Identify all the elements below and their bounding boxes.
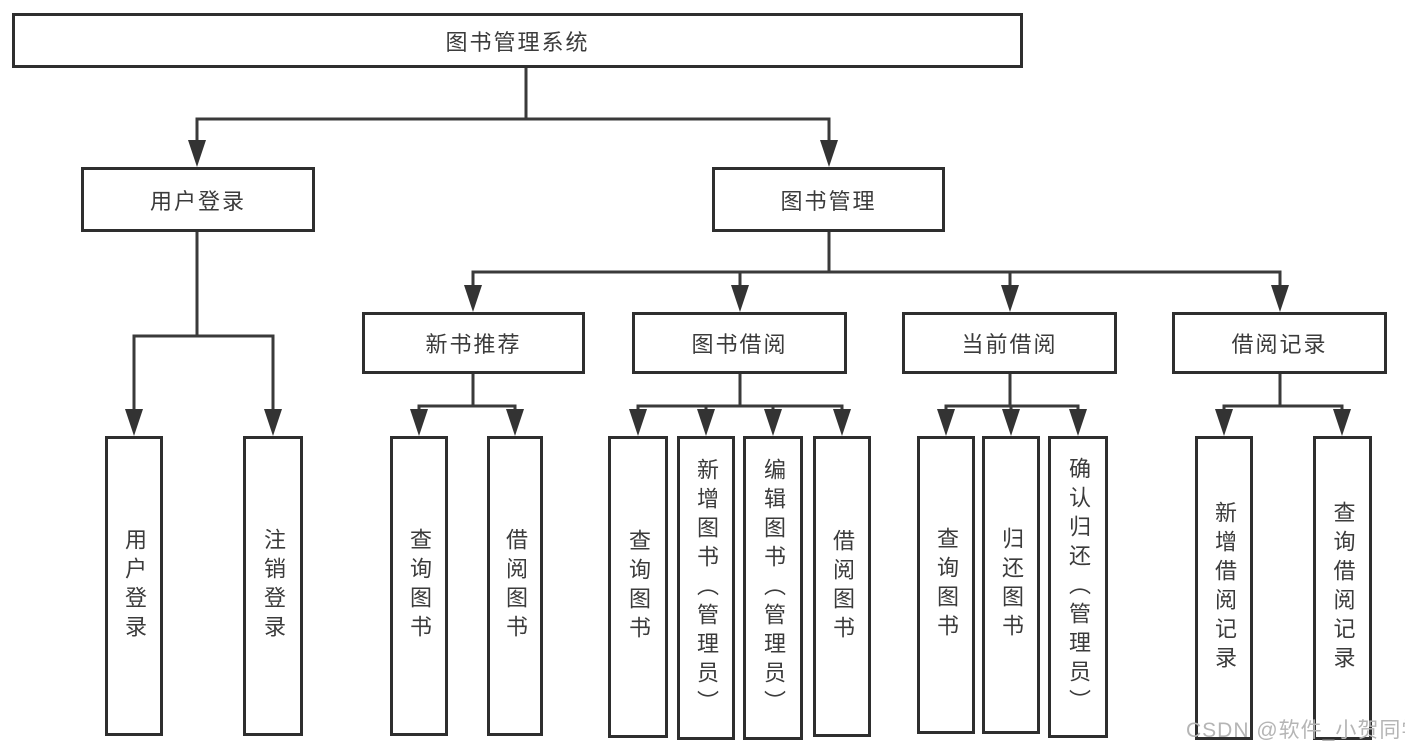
connector-current-borrow-children	[937, 372, 1087, 436]
node-label: 借阅记录	[1231, 332, 1328, 357]
node-current-borrow: 当前借阅	[902, 312, 1117, 374]
node-leaf-query-books-3: 查询图书	[917, 436, 975, 734]
node-leaf-return-books: 归还图书	[982, 436, 1040, 734]
node-leaf-edit-books-admin: 编辑图书（管理员）	[743, 436, 803, 740]
node-label: 图书借阅	[691, 332, 788, 357]
node-label: 注销登录	[261, 528, 286, 644]
node-leaf-logout: 注销登录	[243, 436, 303, 736]
node-new-book-recommend: 新书推荐	[362, 312, 585, 374]
node-label: 编辑图书（管理员）	[761, 457, 786, 719]
connector-book-management-to-level3	[464, 230, 1289, 312]
node-leaf-borrow-books-2: 借阅图书	[813, 436, 871, 737]
node-label: 查询图书	[407, 528, 432, 644]
connector-root-to-level2	[188, 66, 838, 167]
node-label: 查询图书	[626, 529, 651, 645]
connector-user-login-children	[125, 230, 282, 436]
node-label: 查询图书	[934, 527, 959, 643]
node-label: 图书管理	[780, 188, 877, 214]
node-leaf-confirm-return-admin: 确认归还（管理员）	[1048, 436, 1108, 738]
node-library-management-system: 图书管理系统	[12, 13, 1023, 68]
node-label: 用户登录	[149, 188, 246, 214]
node-borrow-records: 借阅记录	[1172, 312, 1387, 374]
node-label: 归还图书	[999, 527, 1024, 643]
csdn-watermark: CSDN @软件_小贺同学	[1186, 719, 1405, 742]
connector-new-book-children	[410, 372, 524, 436]
node-label: 新增图书（管理员）	[694, 457, 719, 719]
node-label: 查询借阅记录	[1330, 501, 1356, 675]
node-label: 借阅图书	[830, 528, 855, 645]
connector-borrow-records-children	[1215, 372, 1351, 436]
node-leaf-query-books-1: 查询图书	[390, 436, 448, 736]
node-label: 当前借阅	[961, 332, 1058, 357]
node-leaf-borrow-books-1: 借阅图书	[487, 436, 543, 736]
node-label: 图书管理系统	[445, 29, 590, 55]
node-leaf-query-borrow-record: 查询借阅记录	[1313, 436, 1372, 740]
node-book-management: 图书管理	[712, 167, 945, 232]
node-leaf-add-books-admin: 新增图书（管理员）	[677, 436, 735, 740]
node-book-borrow: 图书借阅	[632, 312, 847, 374]
node-label: 新增借阅记录	[1212, 501, 1237, 675]
node-leaf-query-books-2: 查询图书	[608, 436, 668, 738]
node-label: 用户登录	[122, 528, 147, 644]
node-leaf-add-borrow-record: 新增借阅记录	[1195, 436, 1253, 740]
node-label: 借阅图书	[503, 528, 528, 644]
node-label: 新书推荐	[425, 332, 522, 357]
node-user-login: 用户登录	[81, 167, 315, 232]
node-leaf-user-login: 用户登录	[105, 436, 163, 736]
connector-book-borrow-children	[629, 372, 851, 436]
node-label: 确认归还（管理员）	[1066, 456, 1091, 718]
